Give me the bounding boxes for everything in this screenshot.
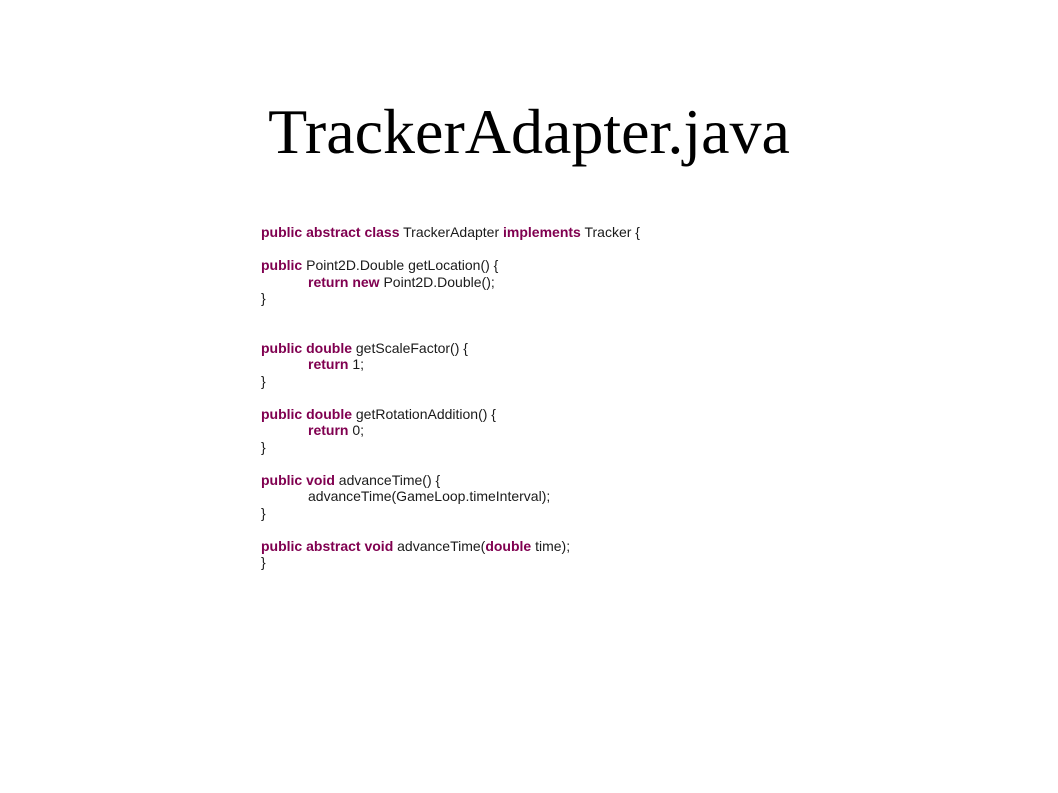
code-blank-line (261, 241, 961, 258)
code-keyword: public abstract class (261, 224, 400, 240)
code-text: Point2D.Double(); (379, 273, 495, 290)
code-text: } (261, 438, 266, 455)
code-text: } (261, 290, 266, 306)
code-keyword: implements (503, 224, 581, 240)
code-line: public double getRotationAddition() { (261, 406, 961, 423)
code-line: return 1; (261, 356, 961, 373)
code-line: return new Point2D.Double(); (261, 274, 961, 291)
code-line: return 0; (261, 422, 961, 439)
code-keyword: public double (261, 405, 352, 422)
code-text: time); (531, 537, 571, 554)
code-keyword: return (308, 422, 349, 438)
code-listing: public abstract class TrackerAdapter imp… (261, 224, 961, 571)
code-text: getScaleFactor() { (352, 339, 468, 356)
code-line: } (261, 554, 961, 571)
code-line: advanceTime(GameLoop.timeInterval); (261, 488, 961, 505)
code-line: } (261, 373, 961, 390)
code-line: } (261, 290, 961, 307)
code-text: } (261, 504, 266, 521)
code-text: advanceTime( (393, 537, 486, 554)
code-blank-line (261, 389, 961, 406)
code-keyword: public double (261, 339, 352, 356)
code-line: public void advanceTime() { (261, 472, 961, 489)
code-line: public double getScaleFactor() { (261, 340, 961, 357)
code-text: 0; (348, 422, 365, 438)
code-line: public abstract class TrackerAdapter imp… (261, 224, 961, 241)
code-keyword: public abstract void (261, 537, 394, 554)
code-text: } (261, 554, 266, 570)
code-blank-line (261, 323, 961, 340)
code-text: } (261, 372, 266, 389)
code-text: advanceTime() { (334, 471, 441, 488)
code-text: Point2D.Double getLocation() { (302, 257, 499, 273)
code-line: } (261, 505, 961, 522)
slide-title: TrackerAdapter.java (268, 96, 790, 167)
code-line: public Point2D.Double getLocation() { (261, 257, 961, 274)
code-text: advanceTime(GameLoop.timeInterval); (308, 488, 551, 504)
code-blank-line (261, 307, 961, 324)
code-keyword: public void (261, 471, 335, 488)
code-text: TrackerAdapter (399, 224, 504, 240)
code-blank-line (261, 521, 961, 538)
code-keyword: public (261, 257, 303, 273)
code-keyword: return (308, 356, 349, 372)
code-line: public abstract void advanceTime(double … (261, 538, 961, 555)
code-text: 1; (348, 356, 365, 372)
code-blank-line (261, 455, 961, 472)
code-keyword: return new (308, 273, 380, 290)
code-text: Tracker { (580, 224, 640, 240)
code-text: getRotationAddition() { (352, 405, 496, 422)
code-line: } (261, 439, 961, 456)
code-keyword: double (485, 537, 532, 554)
